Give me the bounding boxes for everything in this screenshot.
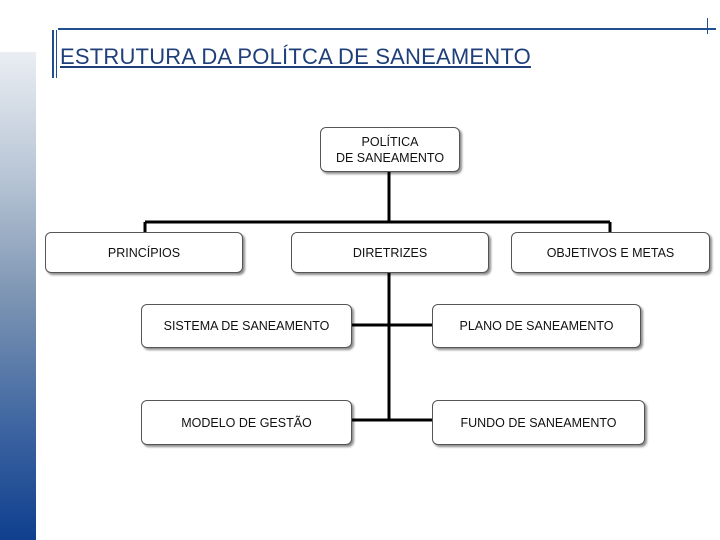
node-politica-saneamento: POLÍTICA DE SANEAMENTO [320, 127, 460, 172]
title-frame-line [52, 30, 54, 78]
node-principios: PRINCÍPIOS [45, 232, 243, 273]
node-objetivos-metas: OBJETIVOS E METAS [511, 232, 710, 273]
node-sistema-saneamento: SISTEMA DE SANEAMENTO [141, 304, 352, 348]
page-title: ESTRUTURA DA POLÍTCA DE SANEAMENTO [60, 44, 531, 69]
decorative-side-bar [0, 52, 36, 540]
node-fundo-saneamento: FUNDO DE SANEAMENTO [432, 400, 645, 445]
title-frame-line [58, 28, 716, 30]
node-modelo-gestao: MODELO DE GESTÃO [141, 400, 352, 445]
title-frame-line [56, 30, 57, 78]
node-diretrizes: DIRETRIZES [291, 232, 489, 273]
node-plano-saneamento: PLANO DE SANEAMENTO [432, 304, 641, 348]
title-frame-tick [707, 18, 708, 34]
